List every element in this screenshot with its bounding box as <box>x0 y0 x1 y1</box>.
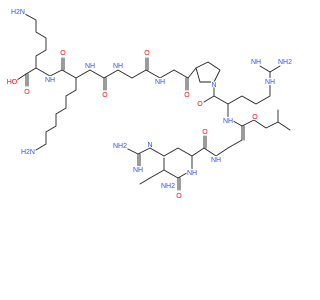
arg2-guanidine-n-label: N <box>147 142 152 149</box>
gly2-carbonyl-oxygen-label: O <box>144 50 150 57</box>
ile-carbonyl-oxygen-label: O <box>176 193 182 200</box>
gly1-amide-nh-label: NH <box>113 63 123 70</box>
arg1-carbonyl-oxygen-label: O <box>197 101 203 108</box>
gly1-carbonyl-oxygen-label: O <box>102 92 108 99</box>
leu-carbonyl-oxygen-label: O <box>252 114 258 121</box>
lys1-amine-label: H2N <box>11 9 25 16</box>
lys2-carbonyl-oxygen-label: O <box>60 50 66 57</box>
gly2-amide-nh-label: NH <box>155 79 165 86</box>
arg2-amide-nh-label: NH <box>187 170 197 177</box>
arg2-guanidine-imine-label: NH <box>133 167 143 174</box>
peptide-structure-diagram: H2N HO O NH O NH H2N O NH O NH O N NH2 N… <box>6 8 294 201</box>
arg2-carbonyl-oxygen-label: O <box>202 129 208 136</box>
arg1-guanidine-nh-label: NH <box>265 79 275 86</box>
pro-carbonyl-oxygen-label: O <box>184 92 190 99</box>
lys1-acid-oxygen-label: O <box>24 89 30 96</box>
ile-amine-label: NH2 <box>161 183 175 190</box>
lys2-amine-label: H2N <box>21 149 35 156</box>
lys2-amide-nh-label: NH <box>85 63 95 70</box>
pro-ring-nitrogen-label: N <box>211 82 216 89</box>
leu-amide-nh-label: NH <box>211 157 221 164</box>
lys1-acid-hydroxyl-label: HO <box>7 79 18 86</box>
arg2-guanidine-nh2-label: NH2 <box>113 143 127 150</box>
arg1-guanidine-imine-label: NH <box>251 59 261 66</box>
arg1-guanidine-nh2-label: NH2 <box>278 59 292 66</box>
bonds <box>16 13 291 191</box>
arg1-amide-nh-label: NH <box>223 118 233 125</box>
lys1-amide-nh-label: NH <box>45 77 55 84</box>
